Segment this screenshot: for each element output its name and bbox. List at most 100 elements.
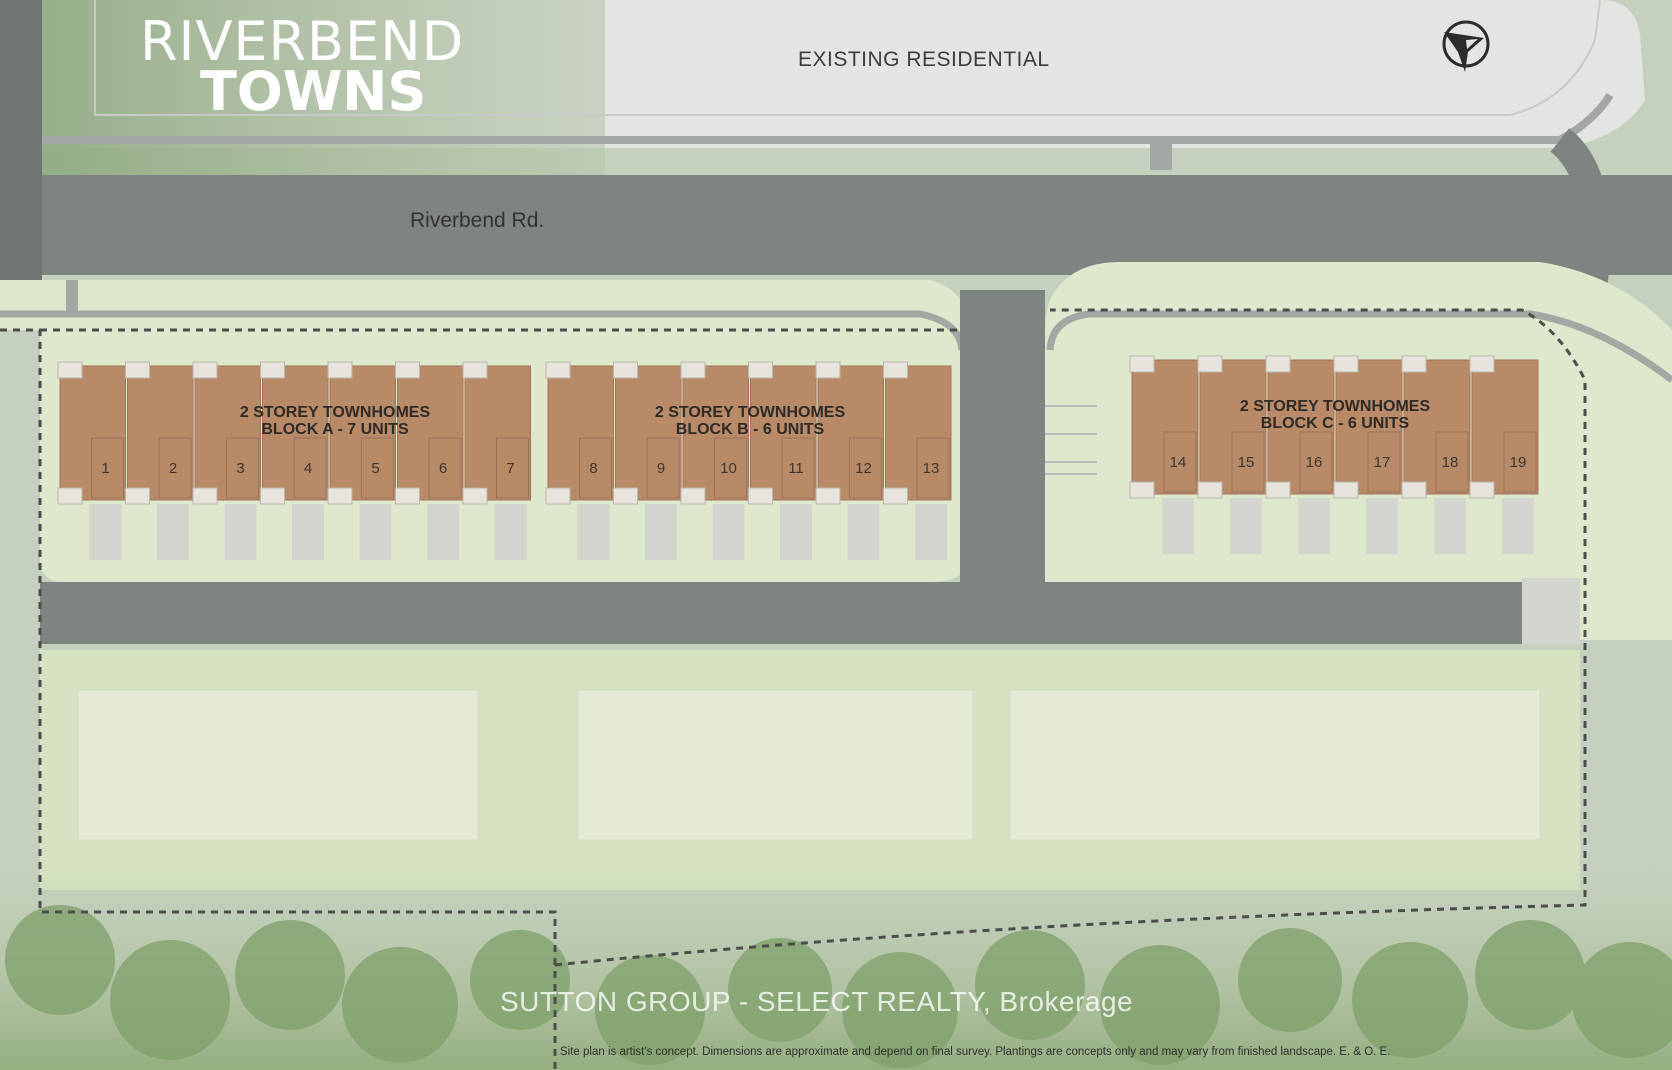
- unit-9-driveway: [645, 504, 677, 560]
- unit-19-rear-porch: [1469, 355, 1495, 373]
- block-b-name: BLOCK B - 6 UNITS: [675, 421, 825, 438]
- unit-2-rear-porch: [125, 361, 150, 379]
- unit-16-driveway: [1298, 498, 1330, 554]
- unit-number-5: 5: [371, 460, 380, 477]
- unit-number-6: 6: [438, 460, 448, 477]
- unit-10-driveway: [712, 504, 745, 560]
- townhome-unit-18: [1403, 359, 1471, 495]
- townhome-unit-1: [59, 365, 126, 501]
- unit-15-garage: [1231, 431, 1265, 493]
- development-title: RIVERBEND: [140, 10, 465, 73]
- unit-12-rear-porch: [815, 361, 841, 379]
- townhome-unit-8: [547, 365, 614, 501]
- unit-number-1: 1: [101, 460, 110, 477]
- unit-number-3: 3: [236, 460, 245, 477]
- unit-13-driveway: [915, 504, 947, 560]
- internal-access-lane: [960, 290, 1045, 585]
- unit-11-garage: [781, 437, 815, 499]
- unit-number-19: 19: [1509, 454, 1527, 471]
- unit-number-15: 15: [1237, 454, 1255, 471]
- townhome-unit-19: [1471, 359, 1539, 495]
- unit-11-front-porch: [748, 487, 773, 505]
- townhome-unit-6: [397, 365, 464, 501]
- sidewalk-west-stub: [66, 280, 78, 314]
- unit-8-front-porch: [545, 487, 571, 505]
- road-label: Riverbend Rd.: [410, 209, 545, 232]
- unit-14-rear-porch: [1129, 355, 1155, 373]
- unit-6-rear-porch: [395, 361, 420, 379]
- north-arrow-icon: [1442, 20, 1490, 72]
- unit-1-rear-porch: [57, 361, 83, 379]
- unit-9-garage: [646, 437, 680, 499]
- unit-17-driveway: [1366, 498, 1398, 554]
- unit-2-garage: [158, 437, 192, 499]
- block-a-name: BLOCK A - 7 UNITS: [261, 421, 409, 438]
- property-boundary: [0, 308, 1587, 1070]
- unit-12-front-porch: [815, 487, 841, 505]
- unit-1-front-porch: [57, 487, 83, 505]
- unit-number-2: 2: [168, 460, 178, 477]
- existing-residential-label: EXISTING RESIDENTIAL: [798, 48, 1050, 71]
- townhome-unit-10: [682, 365, 749, 501]
- unit-4-rear-porch: [260, 361, 285, 379]
- unit-7-front-porch: [462, 487, 488, 505]
- unit-5-rear-porch: [327, 361, 353, 379]
- townhome-unit-13: [885, 365, 952, 501]
- block-c-type: 2 STOREY TOWNHOMES: [1239, 398, 1431, 415]
- brokerage-watermark: SUTTON GROUP - SELECT REALTY, Brokerage: [500, 986, 1134, 1017]
- unit-8-driveway: [577, 504, 610, 560]
- unit-6-driveway: [427, 504, 459, 560]
- unit-2-driveway: [157, 504, 189, 560]
- unit-9-rear-porch: [613, 361, 638, 379]
- unit-15-front-porch: [1197, 481, 1223, 499]
- unit-9-front-porch: [613, 487, 638, 505]
- left-road-strip: [0, 0, 42, 280]
- unit-7-garage: [496, 437, 529, 499]
- townhome-unit-15: [1199, 359, 1267, 495]
- parking-stalls: [1045, 405, 1097, 475]
- unit-11-driveway: [780, 504, 812, 560]
- unit-6-garage: [428, 437, 462, 499]
- riverbend-road: [0, 175, 1672, 275]
- townhome-blocks: [57, 355, 1539, 560]
- unit-5-garage: [361, 437, 394, 499]
- unit-4-front-porch: [260, 487, 285, 505]
- unit-7-driveway: [494, 504, 527, 560]
- unit-18-garage: [1435, 431, 1469, 493]
- tree-canopy: [5, 905, 1672, 1068]
- townhome-unit-14: [1131, 359, 1199, 495]
- unit-11-rear-porch: [748, 361, 773, 379]
- unit-13-front-porch: [883, 487, 908, 505]
- development-subtitle: TOWNS: [200, 60, 427, 123]
- unit-number-17: 17: [1373, 454, 1391, 471]
- unit-4-driveway: [292, 504, 324, 560]
- rear-laneway: [40, 582, 1522, 644]
- unit-number-18: 18: [1441, 454, 1459, 471]
- unit-number-16: 16: [1305, 454, 1323, 471]
- unit-10-garage: [714, 437, 747, 499]
- unit-18-driveway: [1434, 498, 1466, 554]
- unit-19-driveway: [1502, 498, 1534, 554]
- unit-12-driveway: [847, 504, 880, 560]
- unit-3-front-porch: [192, 487, 218, 505]
- unit-14-front-porch: [1129, 481, 1155, 499]
- unit-1-driveway: [89, 504, 122, 560]
- future-townhome-outlines: [77, 689, 1541, 841]
- unit-17-rear-porch: [1333, 355, 1359, 373]
- unit-16-rear-porch: [1265, 355, 1291, 373]
- townhome-unit-12: [817, 365, 884, 501]
- south-sidewalk-east: [1046, 310, 1672, 383]
- unit-number-14: 14: [1169, 454, 1187, 471]
- unit-5-driveway: [359, 504, 392, 560]
- unit-8-garage: [579, 437, 612, 499]
- unit-10-rear-porch: [680, 361, 706, 379]
- unit-number-9: 9: [656, 460, 666, 477]
- unit-number-13: 13: [922, 460, 940, 477]
- block-c-name: BLOCK C - 6 UNITS: [1260, 415, 1410, 432]
- title-panel: [40, 0, 605, 175]
- unit-19-front-porch: [1469, 481, 1495, 499]
- unit-number-12: 12: [855, 460, 872, 477]
- unit-16-garage: [1299, 431, 1333, 493]
- unit-3-rear-porch: [192, 361, 218, 379]
